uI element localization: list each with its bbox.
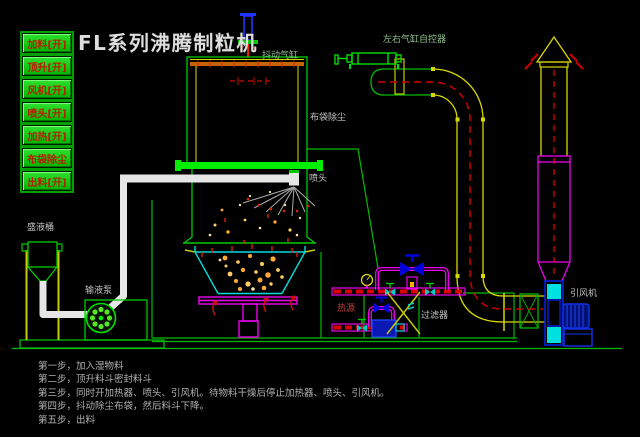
granulator-vessel bbox=[175, 56, 323, 295]
gate-valve-lower bbox=[374, 303, 389, 313]
label-filter: 过滤器 bbox=[421, 311, 449, 321]
liquid-pump-graphic bbox=[84, 299, 148, 341]
control-button-bag-dedust[interactable]: 布袋除尘 bbox=[22, 148, 72, 168]
control-button-discharge[interactable]: 出料[开] bbox=[22, 171, 72, 191]
control-button-feed[interactable]: 加料[开] bbox=[22, 33, 72, 53]
label-liquid-pump: 输液泵 bbox=[85, 286, 113, 296]
exhaust-duct-graphic bbox=[370, 58, 545, 331]
instruction-step-3: 第三步，同时开加热器、喷头、引风机。待物料干燥后停止加热器、喷头、引风机。 bbox=[38, 388, 390, 399]
label-spray-nozzle: 喷头 bbox=[309, 174, 328, 184]
spray-nozzle-graphic bbox=[242, 170, 316, 217]
filter-graphic bbox=[386, 291, 421, 335]
control-button-heat[interactable]: 加热[开] bbox=[22, 125, 72, 145]
gate-valve-top bbox=[400, 262, 424, 276]
airflow-arrows bbox=[212, 295, 296, 316]
inline-valves bbox=[357, 288, 435, 332]
liquid-tank-graphic bbox=[21, 241, 63, 340]
label-induced-draft-fan: 引风机 bbox=[570, 289, 598, 299]
instruction-step-1: 第一步，加入湿物料 bbox=[38, 361, 124, 372]
instruction-step-4: 第四步，抖动除尘布袋，然后料斗下降。 bbox=[38, 401, 210, 412]
liquid-pipes-graphic bbox=[39, 174, 291, 318]
control-button-fan[interactable]: 风机[开] bbox=[22, 79, 72, 99]
ground-and-frame bbox=[12, 200, 622, 350]
control-button-nozzle[interactable]: 喷头[开] bbox=[22, 102, 72, 122]
exhaust-stack-graphic bbox=[524, 35, 584, 282]
heater-assembly-graphic bbox=[331, 254, 466, 338]
return-duct-line bbox=[307, 148, 379, 269]
label-liquid-tank: 盛液桶 bbox=[27, 223, 55, 233]
air-cylinder-graphic bbox=[334, 52, 402, 69]
label-shaker-cylinder: 抖动气缸 bbox=[262, 51, 299, 61]
page-title: FL系列沸腾制粒机 bbox=[78, 31, 258, 55]
label-heat-source: 热源 bbox=[337, 304, 356, 314]
label-bag-filter: 布袋除尘 bbox=[310, 113, 347, 123]
instruction-step-2: 第二步，顶升料斗密封料斗 bbox=[38, 374, 153, 385]
distribution-plate-graphic bbox=[198, 296, 298, 338]
control-button-lift[interactable]: 顶升[开] bbox=[22, 56, 72, 76]
induced-draft-fan-graphic bbox=[544, 280, 593, 347]
instruction-step-5: 第五步，出料 bbox=[38, 415, 96, 426]
shaker-cylinder-graphic bbox=[238, 13, 258, 57]
label-lr-cylinder-controller: 左右气缸自控器 bbox=[383, 35, 447, 45]
fluidized-particles bbox=[201, 190, 302, 291]
